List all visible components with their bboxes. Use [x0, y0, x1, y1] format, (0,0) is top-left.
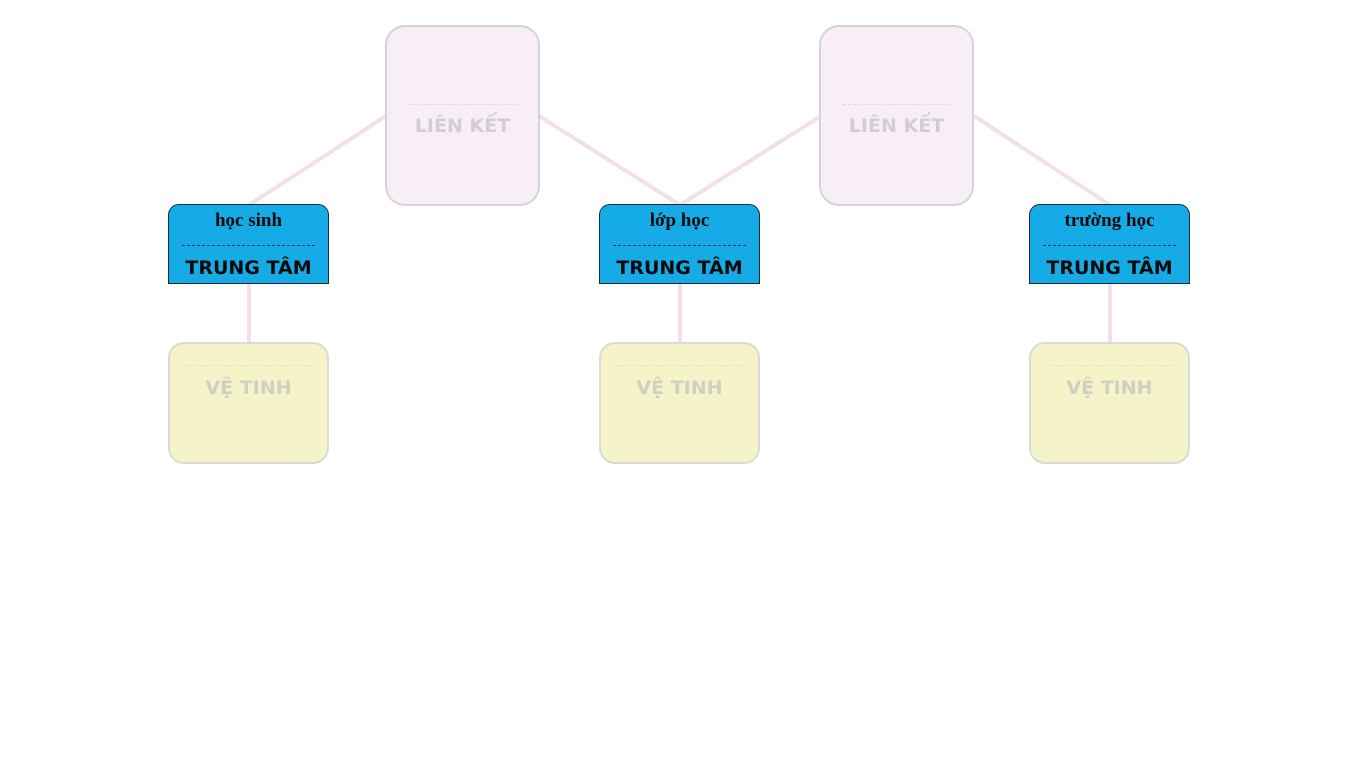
hub-node-divider: [1043, 245, 1176, 246]
link-node-1[interactable]: LIÊN KẾT: [385, 25, 540, 206]
connector-link2-hub2: [678, 114, 823, 207]
hub-node-title: lớp học: [649, 210, 710, 231]
link-node-label: LIÊN KẾT: [414, 115, 511, 137]
hub-node-divider: [182, 245, 315, 246]
satellite-node-divider: [1046, 365, 1173, 366]
link-node-divider: [409, 104, 516, 105]
hub-node-1[interactable]: học sinh TRUNG TÂM: [168, 204, 329, 284]
satellite-node-label: VỆ TINH: [636, 377, 723, 399]
satellite-node-2[interactable]: VỆ TINH: [599, 342, 760, 464]
satellite-node-label: VỆ TINH: [205, 377, 292, 399]
link-node-label: LIÊN KẾT: [848, 115, 945, 137]
link-node-2[interactable]: LIÊN KẾT: [819, 25, 974, 206]
hub-node-label: TRUNG TÂM: [1046, 257, 1173, 279]
satellite-node-divider: [185, 365, 312, 366]
hub-node-title: trường học: [1064, 210, 1155, 231]
hub-node-3[interactable]: trường học TRUNG TÂM: [1029, 204, 1190, 284]
connector-link2-hub3: [972, 114, 1112, 207]
satellite-node-label: VỆ TINH: [1066, 377, 1153, 399]
hub-node-title: học sinh: [214, 210, 283, 231]
hub-node-label: TRUNG TÂM: [616, 257, 743, 279]
hub-node-label: TRUNG TÂM: [185, 257, 312, 279]
satellite-node-1[interactable]: VỆ TINH: [168, 342, 329, 464]
satellite-node-3[interactable]: VỆ TINH: [1029, 342, 1190, 464]
connector-link1-hub2: [537, 114, 682, 207]
satellite-node-divider: [616, 365, 743, 366]
hub-node-divider: [613, 245, 746, 246]
connector-link1-hub1: [247, 114, 388, 207]
hub-node-2[interactable]: lớp học TRUNG TÂM: [599, 204, 760, 284]
link-node-divider: [843, 104, 950, 105]
